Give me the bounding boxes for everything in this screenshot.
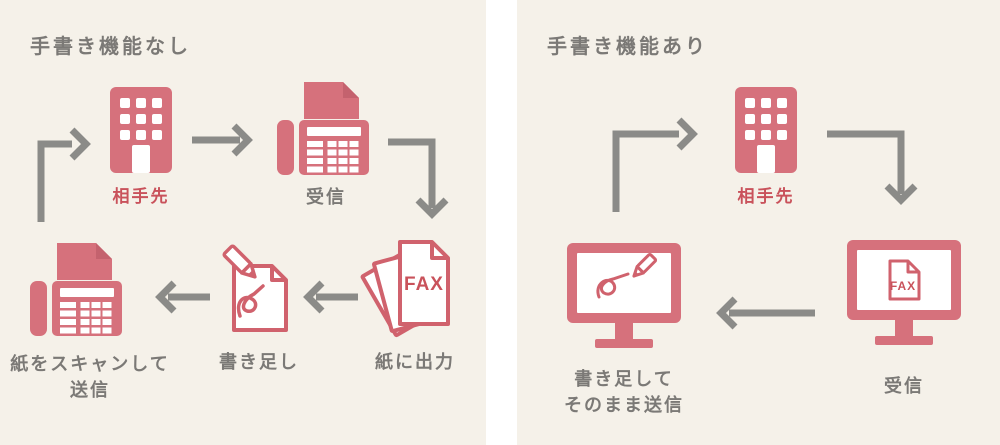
panel-no-handwriting: 手書き機能なし 相手先 [0,0,486,445]
monitor-base [595,339,653,348]
arrow-right-icon [192,123,253,157]
monitor-send-label-line1: 書き足して [574,369,674,389]
monitor-stand [615,323,633,339]
fax-send-label: 紙をスキャンして 送信 [10,351,170,403]
fax-buttons [60,302,112,334]
scribble [236,284,265,318]
fax-machine-icon [277,82,369,175]
arrow-up-right-icon [37,127,91,222]
monitor-stand [895,320,913,336]
fax-text: FAX [404,274,444,295]
fax-display [307,127,361,136]
fax-paper-stack-icon: FAX [360,240,450,338]
monitor-receive-label: 受信 [884,376,924,396]
paper-output-label: 紙に出力 [375,352,455,372]
scribble [596,272,630,299]
fax-text: FAX [890,279,916,293]
building-icon [110,87,172,173]
arrow-left-icon [155,280,210,314]
panel-with-handwriting: 手書き機能あり 相手先 [517,0,1000,445]
fax-machine-icon [30,243,122,336]
pencil-icon [632,252,658,278]
building-label: 相手先 [112,187,170,206]
fax-receive-label: 受信 [306,187,346,207]
arrow-right-down-icon [827,130,918,205]
annotate-paper-icon [222,244,288,332]
monitor-base [875,336,933,345]
panel-title: 手書き機能あり [547,36,708,58]
sheet-fold [430,242,448,260]
building-door [757,145,775,173]
fax-send-label-line1: 紙をスキャンして [10,354,170,374]
paper-fold [343,82,359,98]
pencil-icon [222,244,257,279]
sheet-fold [270,266,286,282]
annotate-label: 書き足し [219,352,299,372]
panel-title: 手書き機能なし [30,36,191,58]
monitor-fax-icon: FAX [847,240,961,345]
building-door [132,145,150,173]
arrow-right-down-icon [388,138,449,219]
sheet-fold [906,261,919,274]
fax-handset [277,120,294,175]
building-windows [745,98,787,140]
monitor-screen [577,253,671,313]
building-windows [120,98,162,140]
arrow-left-icon [716,296,815,330]
fax-send-label-line2: 送信 [70,380,110,400]
arrow-left-icon [303,280,358,314]
building-icon [735,87,797,173]
monitor-send-label-line2: そのまま送信 [564,395,684,415]
fax-buttons [307,141,359,173]
building-label: 相手先 [737,187,795,206]
arrow-up-right-icon [612,117,698,212]
monitor-send-label: 書き足して そのまま送信 [544,366,704,418]
monitor-annotate-icon [567,243,681,348]
stack-sheet-front [398,240,450,326]
